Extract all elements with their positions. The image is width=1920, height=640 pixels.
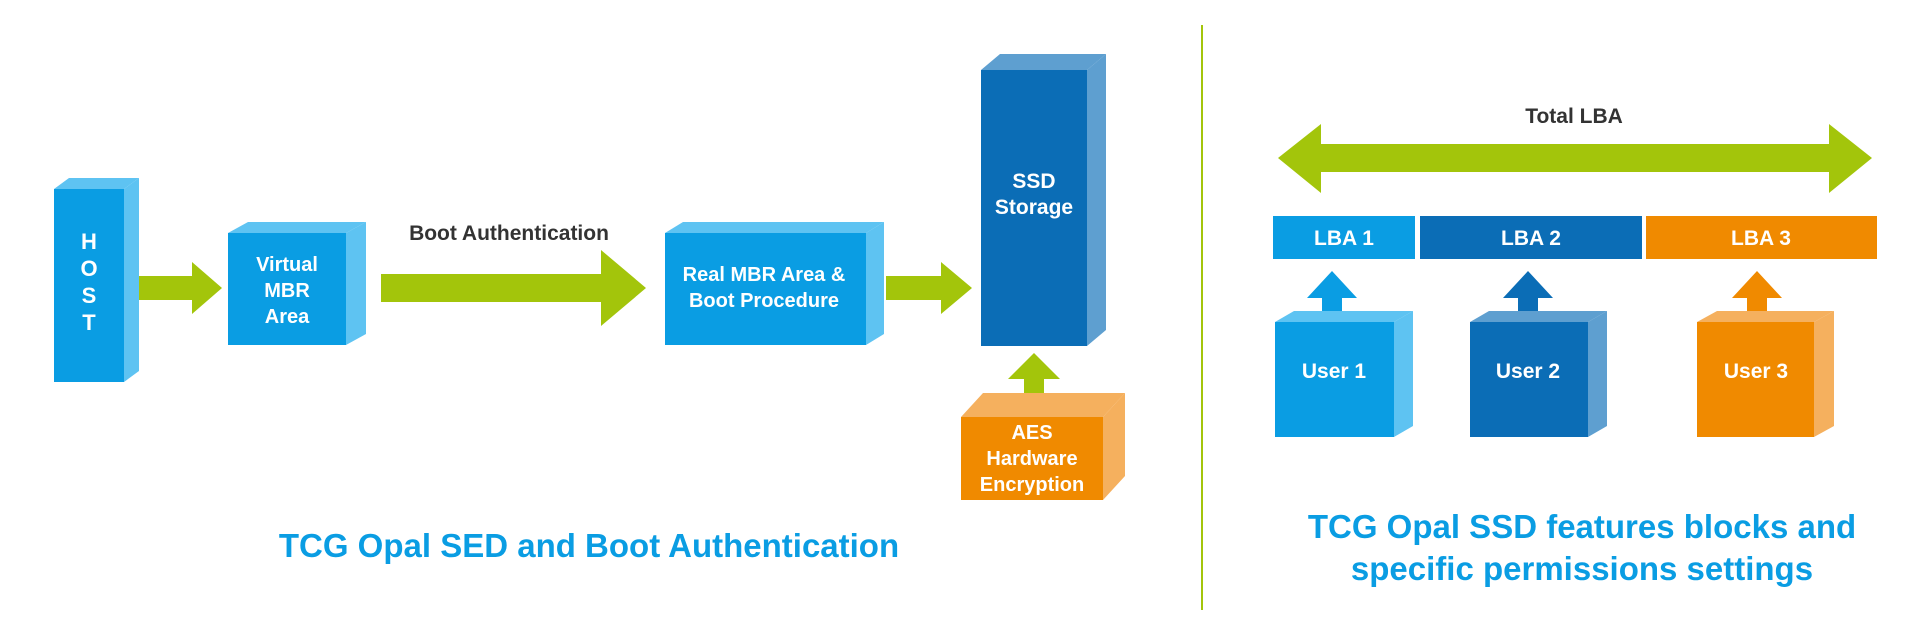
- virtual-mbr-label: Area: [265, 306, 310, 328]
- aes-label: Hardware: [986, 448, 1077, 470]
- virtual-mbr-box: Virtual MBR Area: [228, 222, 366, 345]
- ssd-storage-label: Storage: [995, 196, 1073, 219]
- host-letter: H: [81, 229, 97, 254]
- user-1-box: User 1: [1275, 271, 1413, 437]
- right-diagram-caption-line2: specific permissions settings: [1351, 550, 1813, 587]
- host-letter: O: [80, 256, 97, 281]
- lba-segment-2: LBA 2: [1420, 216, 1642, 259]
- real-mbr-box: Real MBR Area & Boot Procedure: [665, 222, 884, 345]
- user-3-box: User 3: [1697, 271, 1834, 437]
- real-mbr-label: Real MBR Area &: [683, 264, 846, 286]
- left-diagram-caption: TCG Opal SED and Boot Authentication: [279, 527, 899, 564]
- host-box: H O S T: [54, 178, 139, 382]
- ssd-storage-label: SSD: [1012, 170, 1055, 193]
- arrow-user3-to-lba3: [1732, 271, 1782, 322]
- boot-authentication-label: Boot Authentication: [409, 222, 609, 245]
- arrow-real-to-ssd: [886, 262, 972, 314]
- arrow-boot-authentication: [381, 250, 646, 326]
- real-mbr-label: Boot Procedure: [689, 290, 839, 312]
- lba-label: LBA 1: [1314, 227, 1374, 250]
- total-lba-label: Total LBA: [1525, 105, 1623, 128]
- lba-segment-1: LBA 1: [1273, 216, 1415, 259]
- arrow-user2-to-lba2: [1503, 271, 1553, 322]
- user-label: User 1: [1302, 360, 1367, 383]
- arrow-host-to-virtual: [139, 262, 222, 314]
- lba-label: LBA 2: [1501, 227, 1561, 250]
- lba-segment-3: LBA 3: [1646, 216, 1877, 259]
- user-label: User 2: [1496, 360, 1560, 383]
- virtual-mbr-label: MBR: [264, 280, 310, 302]
- virtual-mbr-label: Virtual: [256, 254, 318, 276]
- user-label: User 3: [1724, 360, 1788, 383]
- host-letter: S: [82, 283, 97, 308]
- user-2-box: User 2: [1470, 271, 1607, 437]
- right-diagram-caption-line1: TCG Opal SSD features blocks and: [1308, 508, 1856, 545]
- lba-label: LBA 3: [1731, 227, 1791, 250]
- ssd-storage-box: SSD Storage: [981, 54, 1106, 346]
- aes-label: Encryption: [980, 474, 1084, 496]
- arrow-aes-to-ssd: [1008, 353, 1060, 404]
- aes-encryption-box: AES Hardware Encryption: [961, 393, 1125, 500]
- aes-label: AES: [1011, 422, 1052, 444]
- arrow-user1-to-lba1: [1307, 271, 1357, 322]
- total-lba-double-arrow: [1278, 124, 1872, 193]
- host-letter: T: [82, 310, 96, 335]
